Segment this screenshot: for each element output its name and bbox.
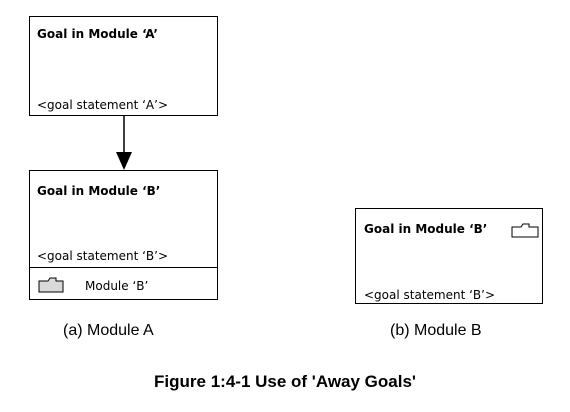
away-goal-box-module-b: Goal in Module ‘B’ <goal statement ‘B’> … [29, 170, 218, 300]
goal-title-a: Goal in Module ‘A’ [37, 27, 158, 41]
folder-icon [511, 223, 539, 238]
goal-box-module-a: Goal in Module ‘A’ <goal statement ‘A’> [29, 16, 218, 116]
goal-title-b: Goal in Module ‘B’ [364, 222, 488, 236]
away-goal-title: Goal in Module ‘B’ [37, 184, 161, 198]
goal-statement-b: <goal statement ‘B’> [364, 288, 496, 302]
goal-statement-a: <goal statement ‘A’> [37, 98, 169, 112]
away-goal-module-ref: Module ‘B’ [85, 279, 149, 293]
goal-box-module-b: Goal in Module ‘B’ <goal statement ‘B’> [355, 208, 543, 304]
caption-module-a: (a) Module A [63, 322, 154, 339]
away-goal-statement: <goal statement ‘B’> [37, 249, 169, 263]
caption-module-b: (b) Module B [390, 322, 482, 339]
away-goal-divider [30, 267, 217, 268]
supported-by-arrow [116, 116, 132, 170]
folder-icon [38, 277, 64, 293]
figure-caption: Figure 1:4-1 Use of 'Away Goals' [154, 372, 416, 391]
